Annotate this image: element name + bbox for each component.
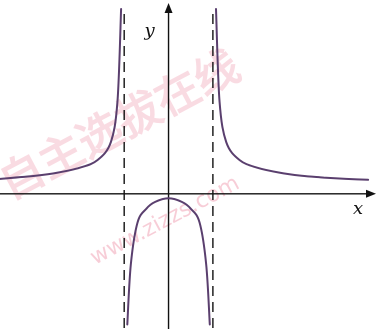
curve-branch-3 xyxy=(215,8,370,181)
y-axis-label: y xyxy=(144,20,156,41)
y-axis-arrow xyxy=(164,3,173,13)
curve-branch-2 xyxy=(126,197,211,326)
asymptotes xyxy=(123,14,214,329)
watermark: 自主选拔在线 www.zizzs.com xyxy=(0,41,248,271)
curve-branch-1 xyxy=(0,8,123,180)
x-axis-label: x xyxy=(353,198,363,219)
x-axis-arrow xyxy=(366,189,376,198)
watermark-url: www.zizzs.com xyxy=(86,171,244,271)
axes: x y xyxy=(0,3,376,329)
curves xyxy=(0,8,370,326)
